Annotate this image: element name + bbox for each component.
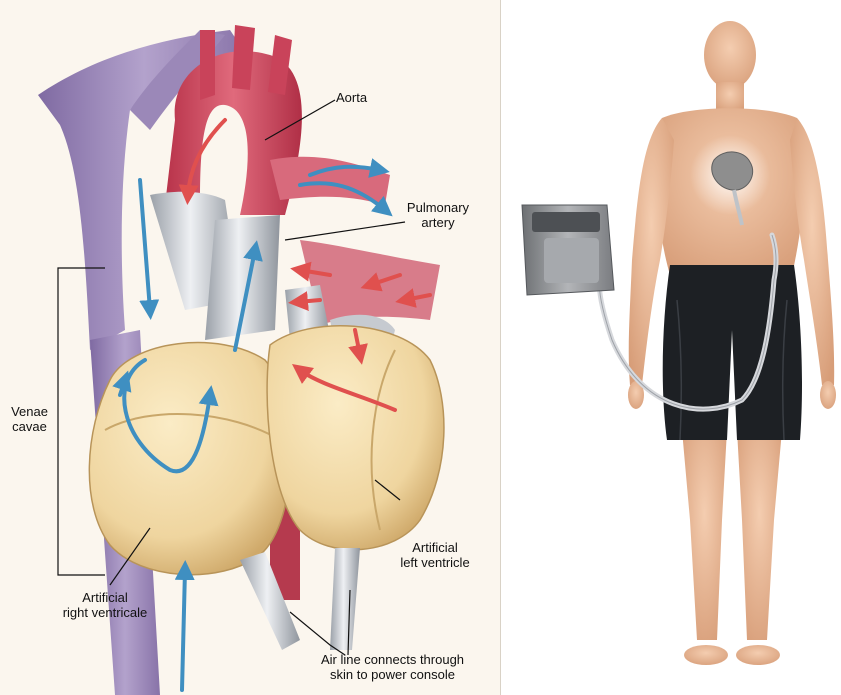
label-aorta: Aorta <box>336 90 386 105</box>
label-artificial-right-ventricle: Artificial right ventricale <box>50 590 160 620</box>
patient-with-artificial-heart-illustration <box>502 0 841 695</box>
human-figure <box>628 21 836 665</box>
label-artificial-left-ventricle: Artificial left ventricle <box>385 540 485 570</box>
power-console <box>522 205 614 295</box>
shorts <box>663 265 802 440</box>
patient-figure-panel <box>502 0 841 695</box>
artificial-left-ventricle <box>267 326 444 550</box>
label-pulmonary-artery: Pulmonary artery <box>398 200 478 230</box>
artificial-right-ventricle <box>89 343 290 575</box>
heart-diagram-panel: Aorta Pulmonary artery Venae cavae Artif… <box>0 0 501 695</box>
label-venae-cavae: Venae cavae <box>2 404 57 434</box>
label-air-line: Air line connects through skin to power … <box>300 652 485 682</box>
